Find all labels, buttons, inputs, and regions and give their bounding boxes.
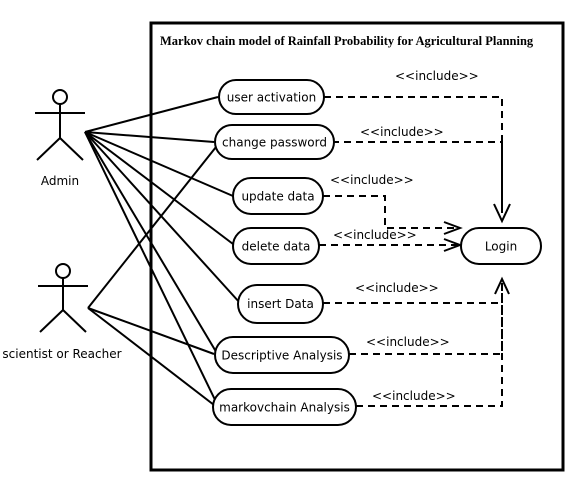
admin-actor[interactable] bbox=[35, 89, 85, 161]
use-case-markovchain-analysis[interactable]: markovchain Analysis bbox=[212, 388, 357, 426]
use-case-label: delete data bbox=[242, 240, 311, 254]
system-title: Markov chain model of Rainfall Probabili… bbox=[160, 34, 534, 48]
use-case-insert-data[interactable]: insert Data bbox=[237, 284, 324, 324]
use-case-login[interactable]: Login bbox=[460, 227, 542, 265]
use-case-update-data[interactable]: update data bbox=[232, 177, 324, 215]
use-case-label: change password bbox=[222, 136, 327, 150]
include-label: <<include>> bbox=[395, 69, 479, 83]
use-case-label: insert Data bbox=[247, 297, 314, 311]
include-dependencies bbox=[319, 96, 503, 407]
use-case-user-activation[interactable]: user activation bbox=[218, 79, 325, 115]
use-case-delete-data[interactable]: delete data bbox=[232, 227, 320, 265]
use-case-label: update data bbox=[241, 190, 314, 204]
include-label: <<include>> bbox=[355, 281, 439, 295]
system-boundary bbox=[149, 21, 565, 472]
use-case-label: Descriptive Analysis bbox=[221, 349, 342, 363]
admin-actor-label: Admin bbox=[41, 174, 79, 188]
include-label: <<include>> bbox=[366, 335, 450, 349]
include-label: <<include>> bbox=[333, 228, 417, 242]
include-label: <<include>> bbox=[330, 173, 414, 187]
scientist-associations bbox=[87, 146, 217, 406]
scientist-actor-label: scientist or Reacher bbox=[2, 347, 121, 361]
use-case-label: user activation bbox=[227, 91, 316, 105]
admin-associations bbox=[84, 96, 241, 407]
use-case-descriptive-analysis[interactable]: Descriptive Analysis bbox=[214, 336, 350, 374]
include-arrowheads bbox=[443, 203, 511, 295]
use-case-label: markovchain Analysis bbox=[219, 401, 350, 415]
use-case-change-password[interactable]: change password bbox=[214, 124, 335, 160]
include-label: <<include>> bbox=[372, 389, 456, 403]
use-case-label: Login bbox=[485, 240, 517, 254]
scientist-actor[interactable] bbox=[38, 263, 88, 333]
include-label: <<include>> bbox=[360, 125, 444, 139]
